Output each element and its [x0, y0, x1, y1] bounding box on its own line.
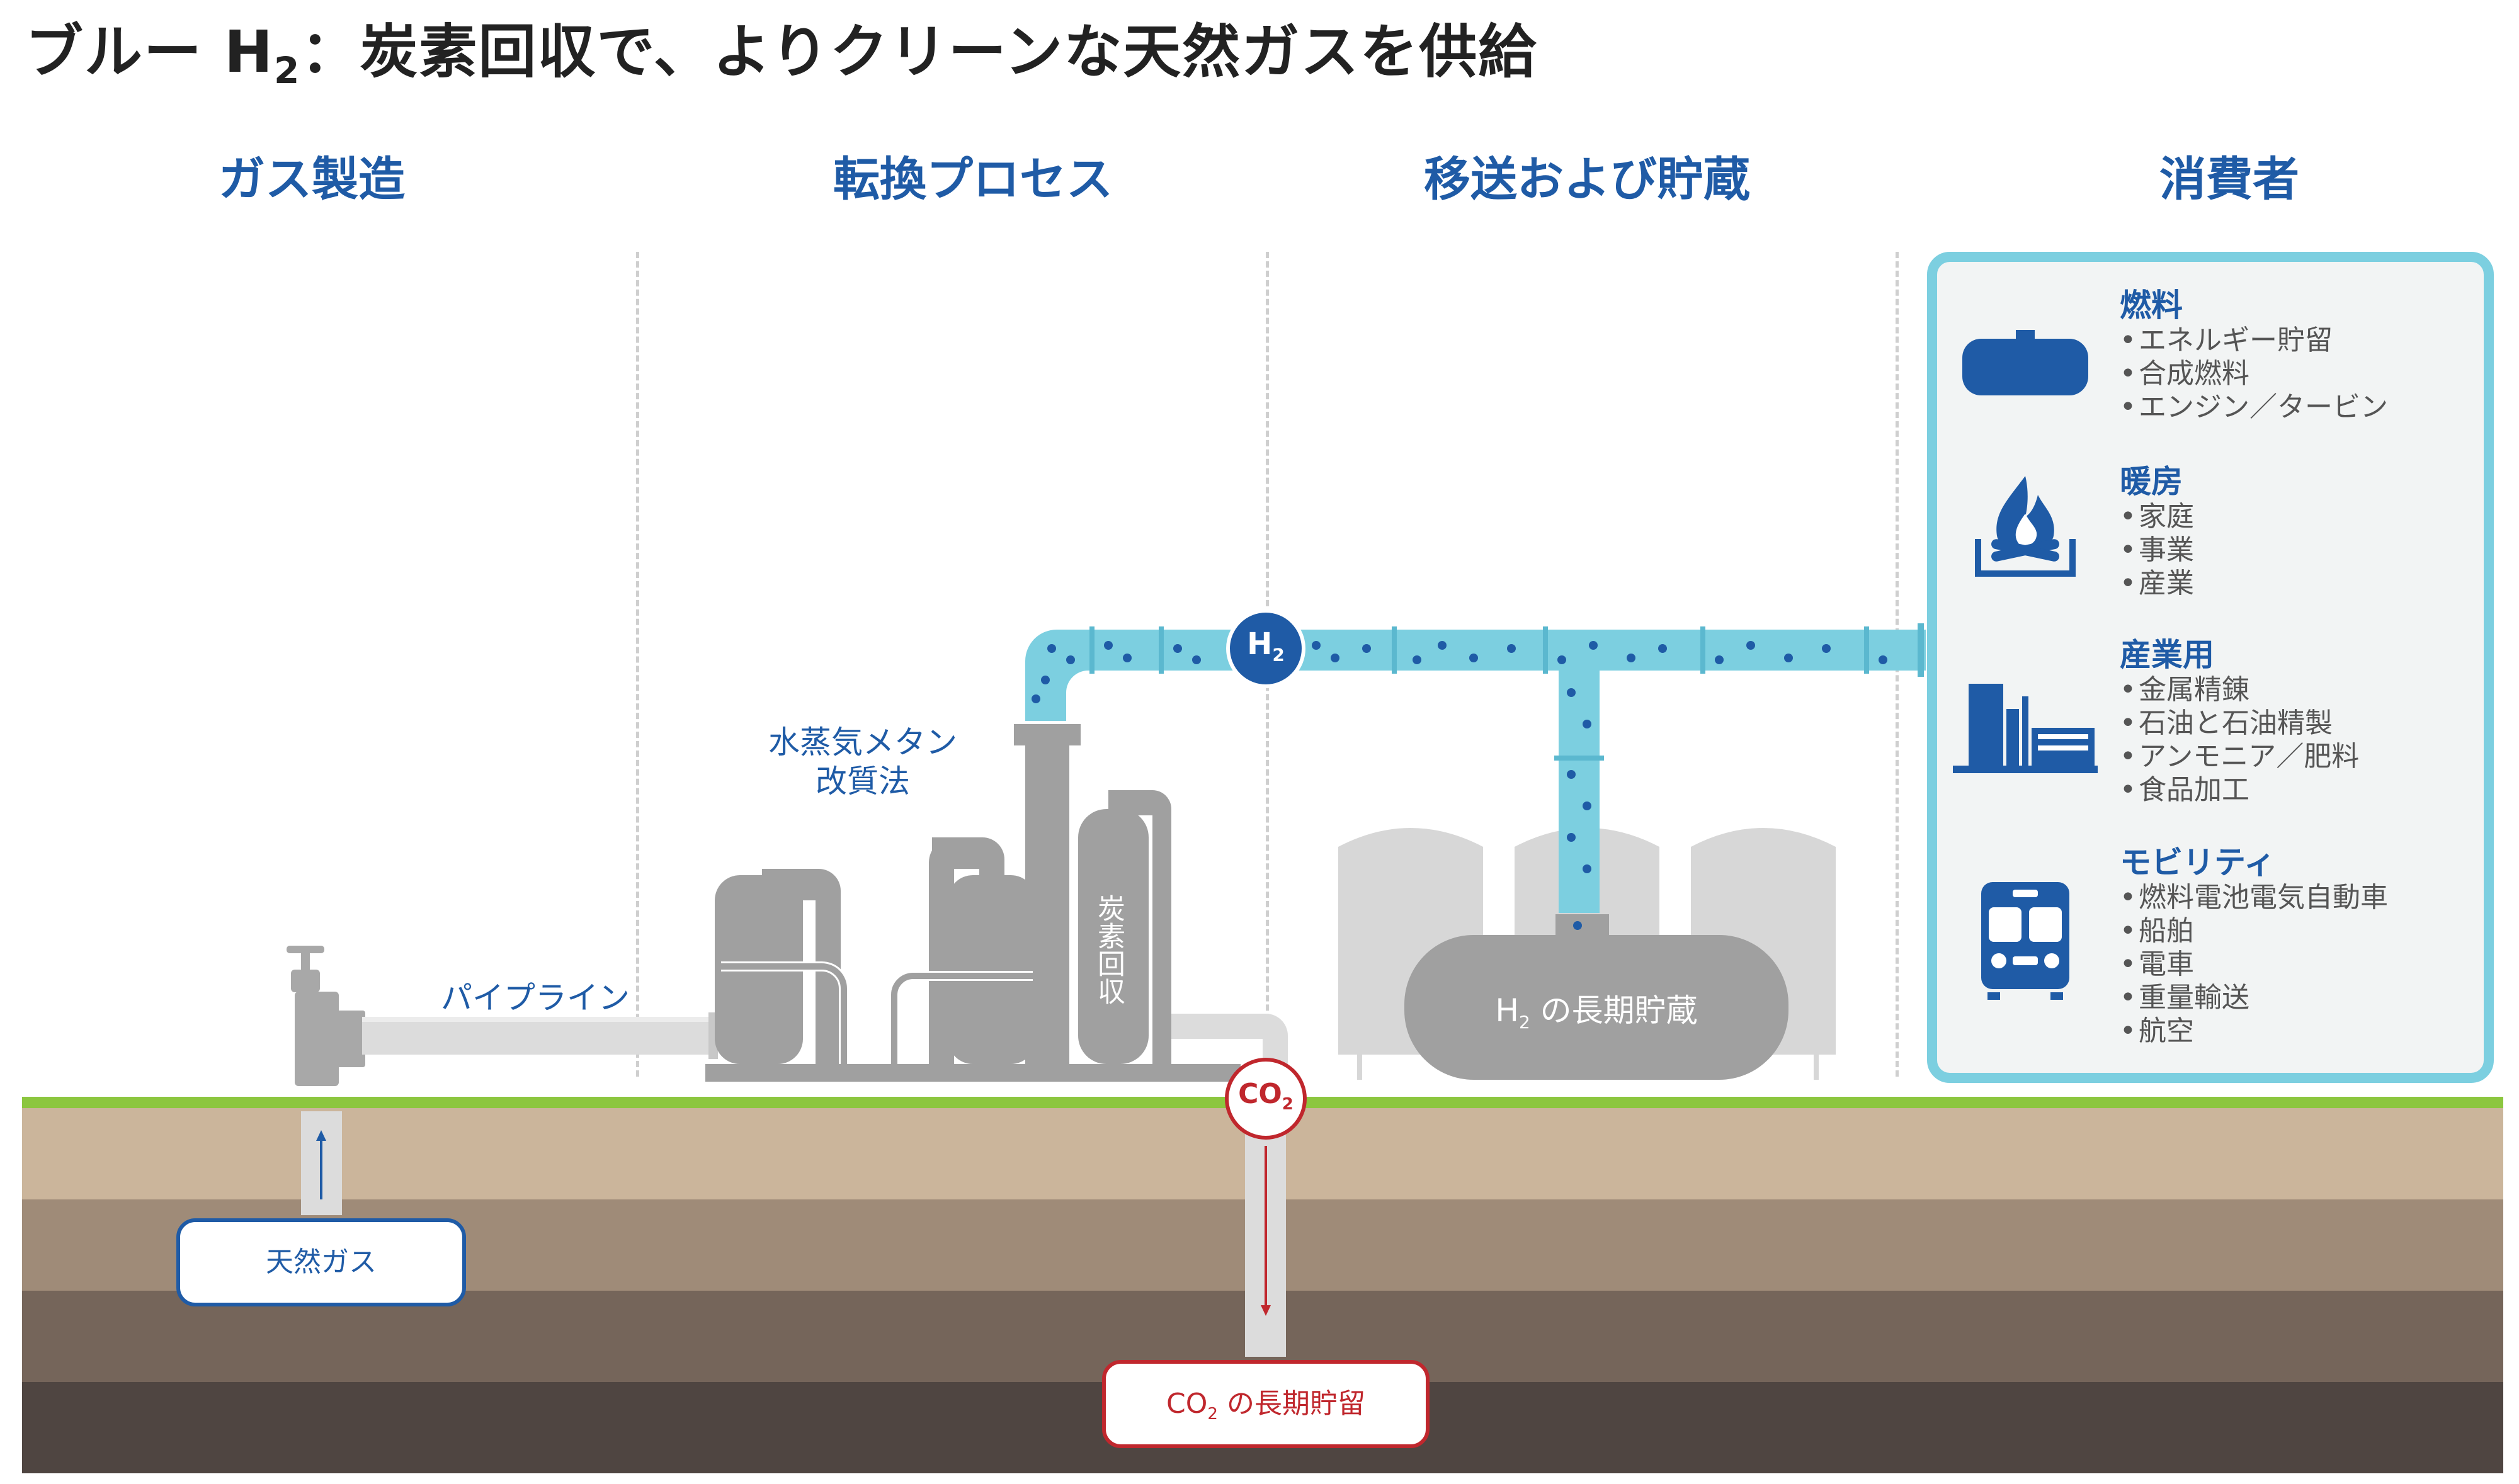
consumer-item: アンモニア／肥料: [2120, 740, 2359, 773]
consumer-item: 船舶: [2120, 914, 2388, 948]
consumer-item: 電車: [2120, 948, 2388, 981]
consumer-item: エンジン／タービン: [2120, 390, 2388, 424]
natural-gas-box: 天然ガス: [176, 1218, 466, 1306]
factory-icon: [1953, 684, 2098, 773]
section-heading-conversion-process: 転換プロセス: [833, 152, 1113, 207]
consumer-item: 金属精錬: [2120, 673, 2359, 706]
train-icon: [1981, 882, 2069, 1000]
h2-badge: [1226, 609, 1305, 688]
smr-plant: [705, 724, 1241, 1082]
consumer-item: 家庭: [2120, 500, 2194, 533]
consumer-group-industrial: 産業用 金属精錬 石油と石油精製 アンモニア／肥料 食品加工: [2120, 637, 2359, 807]
smr-label: 水蒸気メタン改質法: [768, 724, 957, 800]
consumer-item: エネルギー貯留: [2120, 324, 2388, 357]
consumer-item: 事業: [2120, 533, 2194, 567]
pipeline-label: パイプライン: [441, 980, 630, 1016]
pipeline: [362, 1017, 718, 1055]
flame-icon: [1975, 476, 2076, 577]
section-heading-gas-production: ガス製造: [219, 152, 405, 207]
co2-badge: [1225, 1058, 1307, 1140]
consumer-heading: モビリティ: [2120, 844, 2275, 881]
consumer-group-fuel: 燃料 エネルギー貯留 合成燃料 エンジン／タービン: [2120, 287, 2388, 424]
section-heading-consumers: 消費者: [2159, 152, 2299, 207]
consumer-item: 重量輸送: [2120, 981, 2388, 1014]
consumer-panel: 燃料 エネルギー貯留 合成燃料 エンジン／タービン 暖房 家庭 事業 産業 産業…: [1927, 252, 2494, 1083]
consumer-item: 航空: [2120, 1014, 2388, 1048]
section-divider: [636, 252, 639, 1077]
consumer-group-heating: 暖房 家庭 事業 産業: [2120, 463, 2194, 600]
h2-badge-label: H2: [1247, 626, 1285, 666]
consumer-heading: 燃料: [2120, 287, 2183, 324]
co2-storage-box: CO2 の長期貯留: [1102, 1360, 1430, 1448]
consumer-heading: 産業用: [2120, 637, 2214, 673]
consumer-heading: 暖房: [2120, 463, 2183, 500]
section-heading-transport-storage: 移送および貯蔵: [1424, 152, 1750, 207]
consumer-item: 石油と石油精製: [2120, 706, 2359, 740]
consumer-group-mobility: モビリティ 燃料電池電気自動車 船舶 電車 重量輸送 航空: [2120, 844, 2388, 1048]
consumer-item: 合成燃料: [2120, 357, 2388, 390]
co2-exit-pipe: [1171, 1014, 1288, 1064]
consumer-item: 産業: [2120, 567, 2194, 600]
wellhead-valve: [287, 946, 365, 1086]
page-title: ブルー H2：炭素回収で、よりクリーンな天然ガスを供給: [25, 18, 1538, 92]
h2-storage-label: H2 の長期貯蔵: [1495, 992, 1698, 1033]
fuel-tank-icon: [1962, 330, 2088, 395]
h2-storage-tank: [1404, 935, 1788, 1080]
consumer-item: 燃料電池電気自動車: [2120, 881, 2388, 914]
carbon-capture-label: 炭素回収: [1093, 894, 1125, 1005]
co2-badge-label: CO2: [1238, 1078, 1294, 1114]
consumer-item: 食品加工: [2120, 773, 2359, 807]
